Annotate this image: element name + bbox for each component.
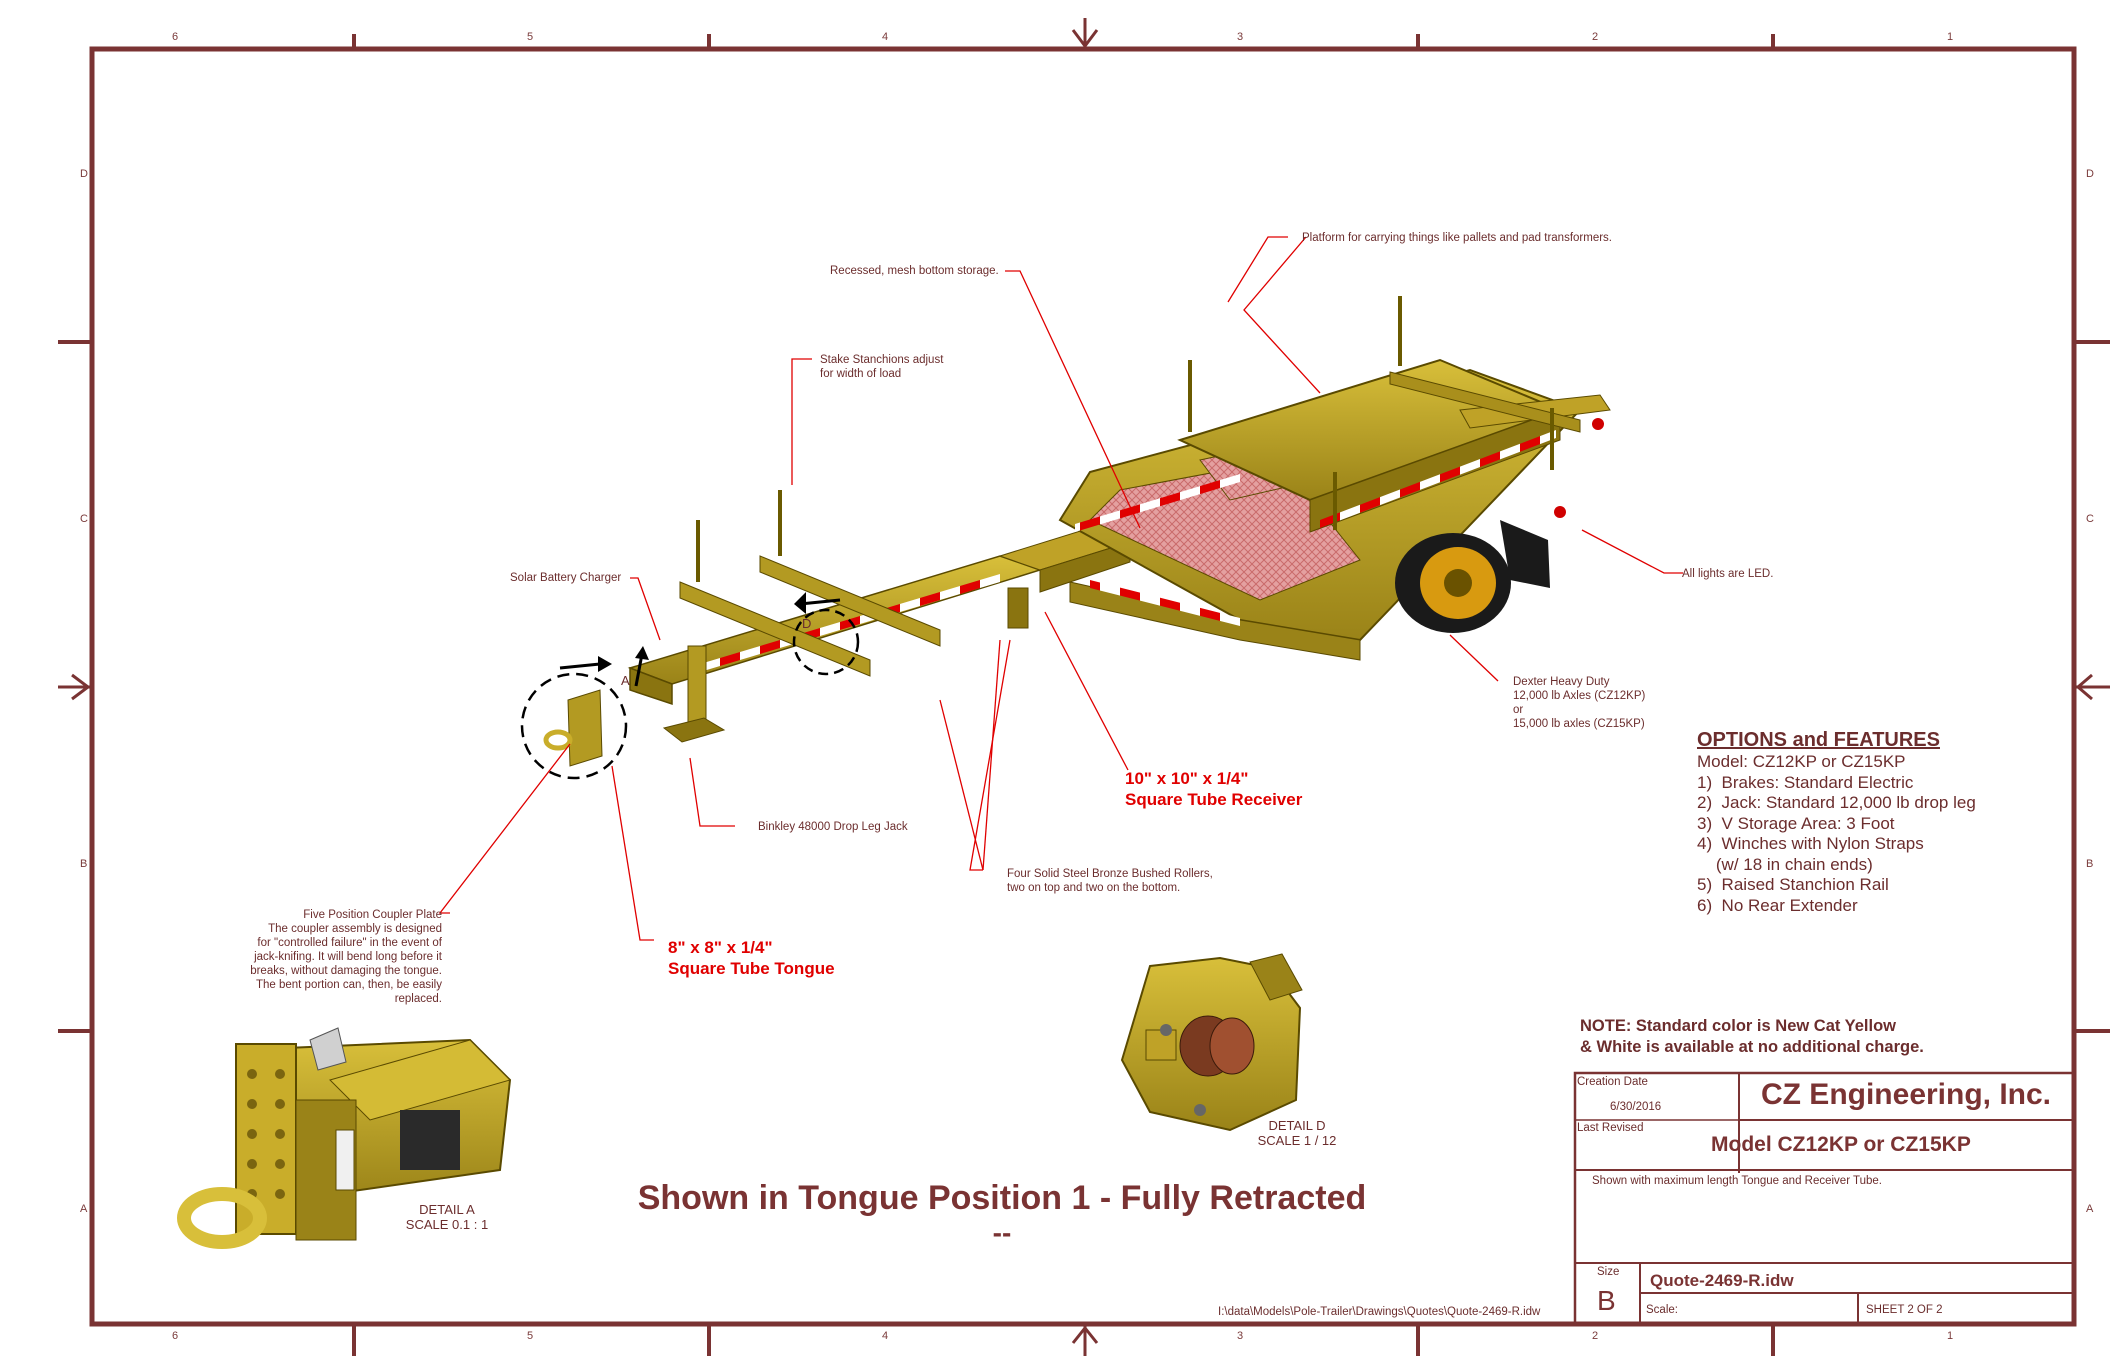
- zone-left-b: B: [80, 858, 88, 870]
- zone-right-c: C: [2086, 513, 2094, 525]
- main-caption: Shown in Tongue Position 1 - Fully Retra…: [612, 1179, 1392, 1248]
- title-block-frame: [1573, 1071, 2076, 1326]
- detail-d-marker: D: [802, 616, 812, 631]
- option-item: 1) Brakes: Standard Electric: [1697, 772, 1914, 792]
- company-name: CZ Engineering, Inc.: [1760, 1078, 2052, 1111]
- option-item: (w/ 18 in chain ends): [1697, 854, 1873, 874]
- zone-top-5: 5: [527, 31, 534, 43]
- zone-top-2: 2: [1592, 31, 1599, 43]
- option-item: 5) Raised Stanchion Rail: [1697, 875, 1889, 894]
- detail-a-marker: A: [621, 673, 630, 688]
- zone-bottom-3: 3: [1237, 1330, 1244, 1342]
- last-revised-label: Last Revised: [1577, 1122, 1644, 1134]
- callout-drop-leg-jack: Binkley 48000 Drop Leg Jack: [758, 821, 908, 833]
- option-item: 2) Jack: Standard 12,000 lb drop leg: [1697, 793, 1976, 812]
- option-item: 6) No Rear Extender: [1697, 895, 1858, 915]
- zone-left-c: C: [80, 513, 88, 525]
- callout-led-lights: All lights are LED.: [1682, 568, 1774, 580]
- zone-top-1: 1: [1947, 31, 1954, 43]
- options-features: OPTIONS and FEATURES Model: CZ12KP or CZ…: [1697, 729, 1976, 916]
- scale-label: Scale:: [1646, 1304, 1678, 1316]
- drawing-file-name: Quote-2469-R.idw: [1650, 1271, 1794, 1290]
- option-item: 3) V Storage Area: 3 Foot: [1697, 813, 1895, 833]
- zone-bottom-4: 4: [882, 1330, 889, 1342]
- zone-bottom-2: 2: [1592, 1330, 1599, 1342]
- creation-date-value: 6/30/2016: [1610, 1101, 1662, 1113]
- creation-date-label: Creation Date: [1577, 1076, 1648, 1088]
- model-name: Model CZ12KP or CZ15KP: [1711, 1133, 1971, 1156]
- options-title: OPTIONS and FEATURES: [1697, 729, 1940, 751]
- zone-top-4: 4: [882, 31, 889, 43]
- callout-platform: Platform for carrying things like pallet…: [1302, 232, 1612, 244]
- option-item: Model: CZ12KP or CZ15KP: [1697, 752, 1906, 771]
- zone-left-a: A: [80, 1203, 88, 1215]
- zone-bottom-1: 1: [1947, 1330, 1954, 1342]
- size-label: Size: [1597, 1266, 1620, 1278]
- sheet-number: SHEET 2 OF 2: [1866, 1304, 1943, 1316]
- callout-dexter-axles: Dexter Heavy Duty 12,000 lb Axles (CZ12K…: [1513, 676, 1646, 730]
- zone-ticks: [58, 34, 2110, 1356]
- zone-top-6: 6: [172, 31, 179, 43]
- callout-square-tube-tongue: 8" x 8" x 1/4" Square Tube Tongue: [668, 938, 835, 978]
- callout-stanchions: Stake Stanchions adjust for width of loa…: [820, 354, 944, 380]
- detail-d-illustration: [1120, 953, 1303, 1132]
- callout-coupler-plate: Five Position Coupler Plate The coupler …: [250, 909, 442, 1005]
- zone-right-d: D: [2086, 168, 2094, 180]
- file-path: I:\data\Models\Pole-Trailer\Drawings\Quo…: [1218, 1306, 1541, 1318]
- trailer-illustration: [520, 296, 1611, 780]
- centering-arrows: [58, 18, 2110, 1356]
- callout-recessed-storage: Recessed, mesh bottom storage.: [830, 265, 999, 277]
- callout-square-tube-receiver: 10" x 10" x 1/4" Square Tube Receiver: [1125, 769, 1303, 809]
- color-note: NOTE: Standard color is New Cat Yellow &…: [1580, 1017, 1924, 1056]
- detail-a-illustration: [177, 1027, 512, 1249]
- zone-top-3: 3: [1237, 31, 1244, 43]
- zone-right-a: A: [2086, 1203, 2094, 1215]
- size-value: B: [1597, 1285, 1616, 1316]
- detail-a-label: DETAIL A SCALE 0.1 : 1: [405, 1202, 489, 1232]
- zone-left-d: D: [80, 168, 88, 180]
- leader-lines: [438, 236, 1683, 941]
- callout-solar-charger: Solar Battery Charger: [510, 572, 622, 584]
- detail-d-label: DETAIL D SCALE 1 / 12: [1257, 1118, 1337, 1148]
- callout-rollers: Four Solid Steel Bronze Bushed Rollers, …: [1007, 868, 1213, 894]
- main-caption-line2: --: [992, 1217, 1012, 1248]
- drawing-description: Shown with maximum length Tongue and Rec…: [1592, 1175, 1883, 1187]
- main-caption-line1: Shown in Tongue Position 1 - Fully Retra…: [637, 1179, 1367, 1217]
- zone-bottom-6: 6: [172, 1330, 179, 1342]
- zone-bottom-5: 5: [527, 1330, 534, 1342]
- option-item: 4) Winches with Nylon Straps: [1697, 834, 1924, 853]
- zone-right-b: B: [2086, 858, 2094, 870]
